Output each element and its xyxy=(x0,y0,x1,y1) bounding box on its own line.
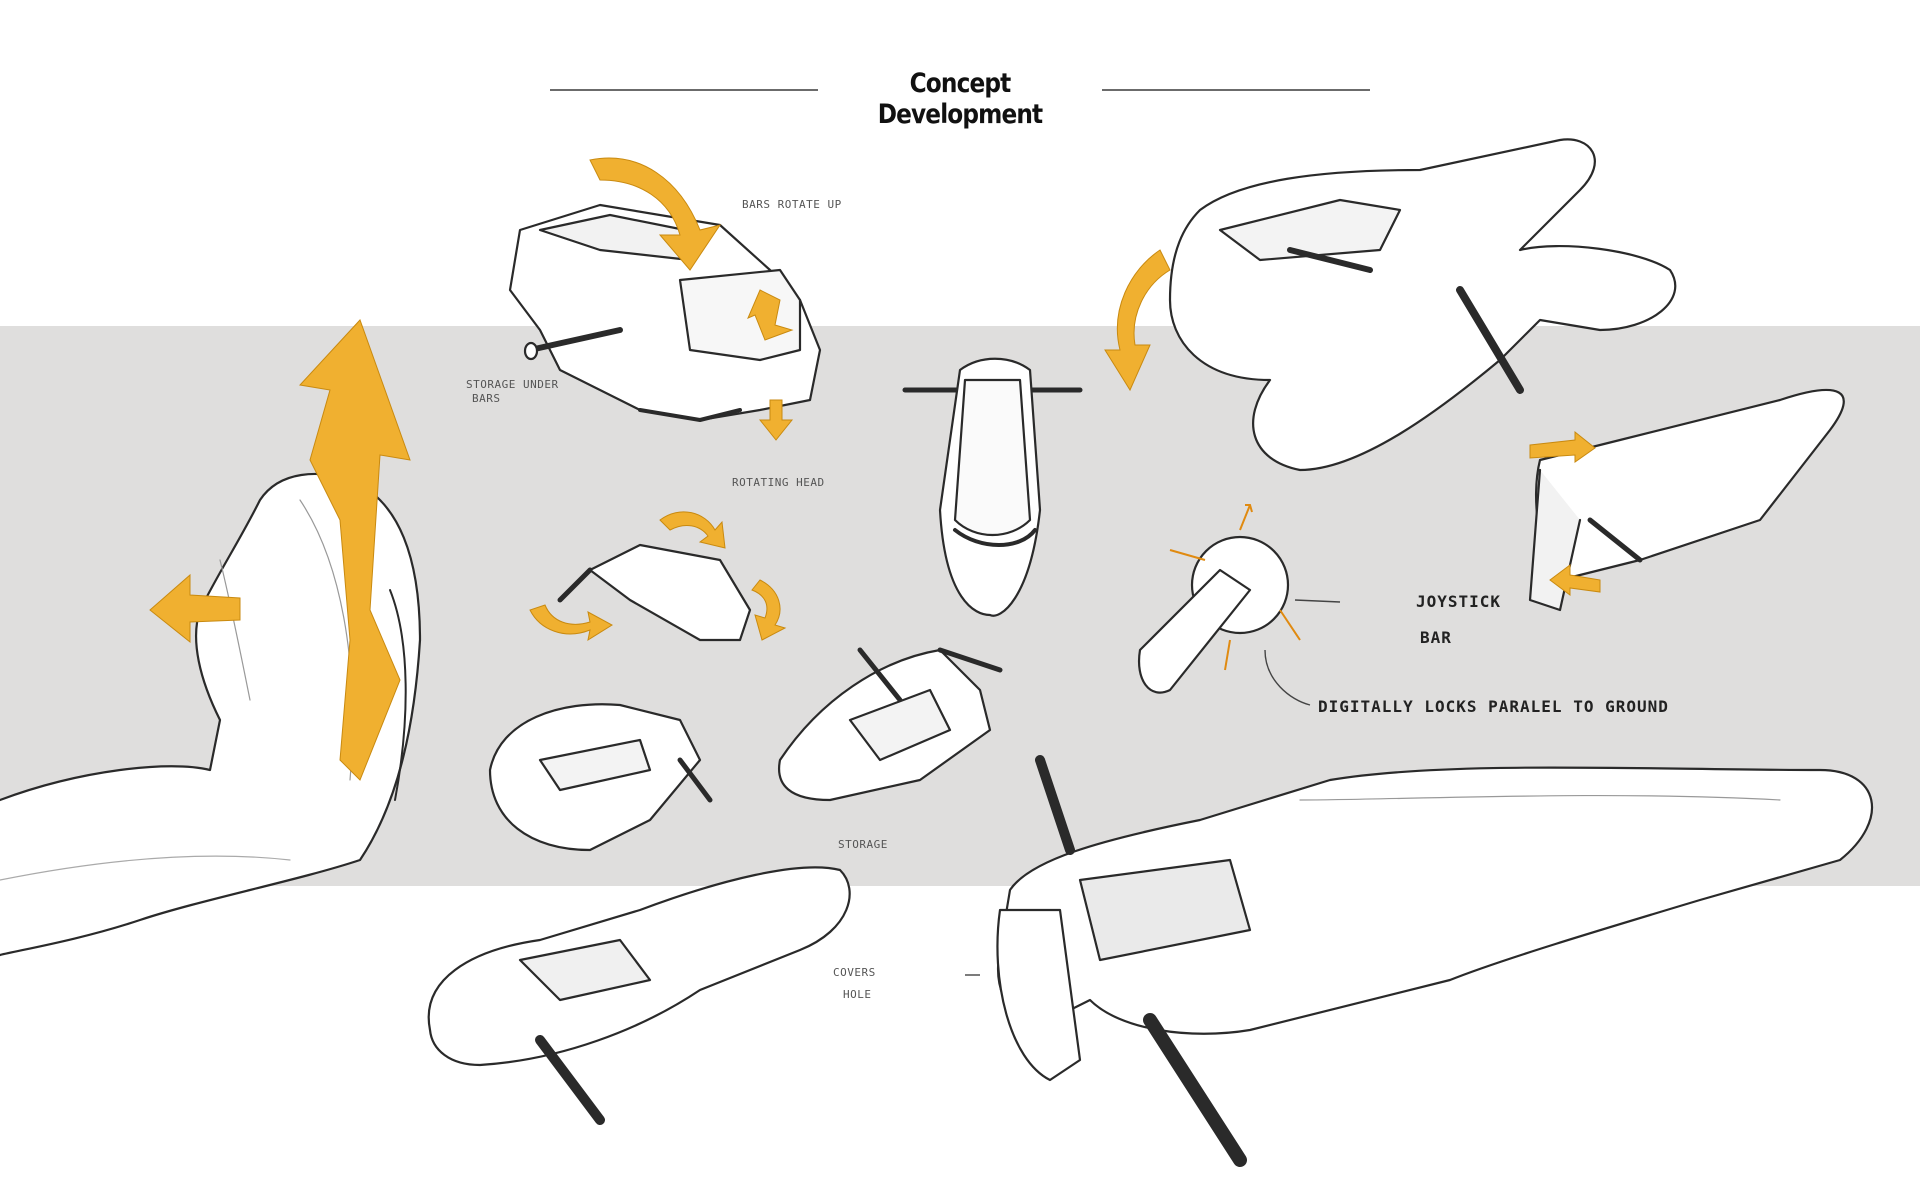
sketch-joystick xyxy=(1137,535,1290,694)
sketch-handlebar-top-right xyxy=(1168,138,1677,472)
annotation-joystick-line2: bar xyxy=(1420,628,1452,647)
arrow-right-small-icon xyxy=(1529,430,1596,463)
annotation-digitally-locks: Digitally locks paralel to ground xyxy=(1318,697,1669,716)
annotation-storage-under-bars-line1: Storage under xyxy=(466,378,559,391)
annotation-covers-hole-line1: Covers xyxy=(833,966,876,979)
annotation-covers-hole-line2: hole xyxy=(843,988,872,1001)
annotation-joystick-line1: Joystick xyxy=(1416,592,1502,611)
arrow-rotate-left-icon xyxy=(1104,249,1171,392)
arrow-curve-3-icon xyxy=(751,579,787,641)
arrow-left-small-icon xyxy=(1549,564,1601,596)
arrow-curve-1-icon xyxy=(659,511,726,549)
arrow-curve-2-icon xyxy=(529,604,613,642)
title-rule-right xyxy=(1102,89,1370,91)
sketch-top-view-handle xyxy=(902,357,1083,617)
sketch-small-handle-1 xyxy=(557,543,752,642)
sketch-small-handle-2 xyxy=(488,703,713,852)
annotation-storage-under-bars-line2: bars xyxy=(472,392,501,405)
annotation-rotating-head: Rotating head xyxy=(732,476,825,489)
joystick-direction-arrows xyxy=(1169,504,1301,671)
sketch-small-handle-3 xyxy=(778,647,1003,802)
leader-lines xyxy=(965,599,1341,976)
annotation-bars-rotate-up: Bars rotate up xyxy=(742,198,842,211)
arrow-down-small-icon xyxy=(758,399,794,441)
annotation-storage: Storage xyxy=(838,838,888,851)
title-block: Concept Development xyxy=(550,68,1370,130)
page-title: Concept Development xyxy=(877,68,1043,130)
sketch-handlebar-bottom-left xyxy=(427,866,851,1125)
arrow-left-icon xyxy=(149,573,241,644)
sketch-handlebar-large xyxy=(996,755,1874,1167)
arrow-small-up-icon xyxy=(747,289,794,341)
arrow-rotate-up-icon xyxy=(589,157,722,271)
title-rule-left xyxy=(550,89,818,91)
arrow-up-large-icon xyxy=(299,319,411,781)
accent-arrows xyxy=(149,157,1601,781)
